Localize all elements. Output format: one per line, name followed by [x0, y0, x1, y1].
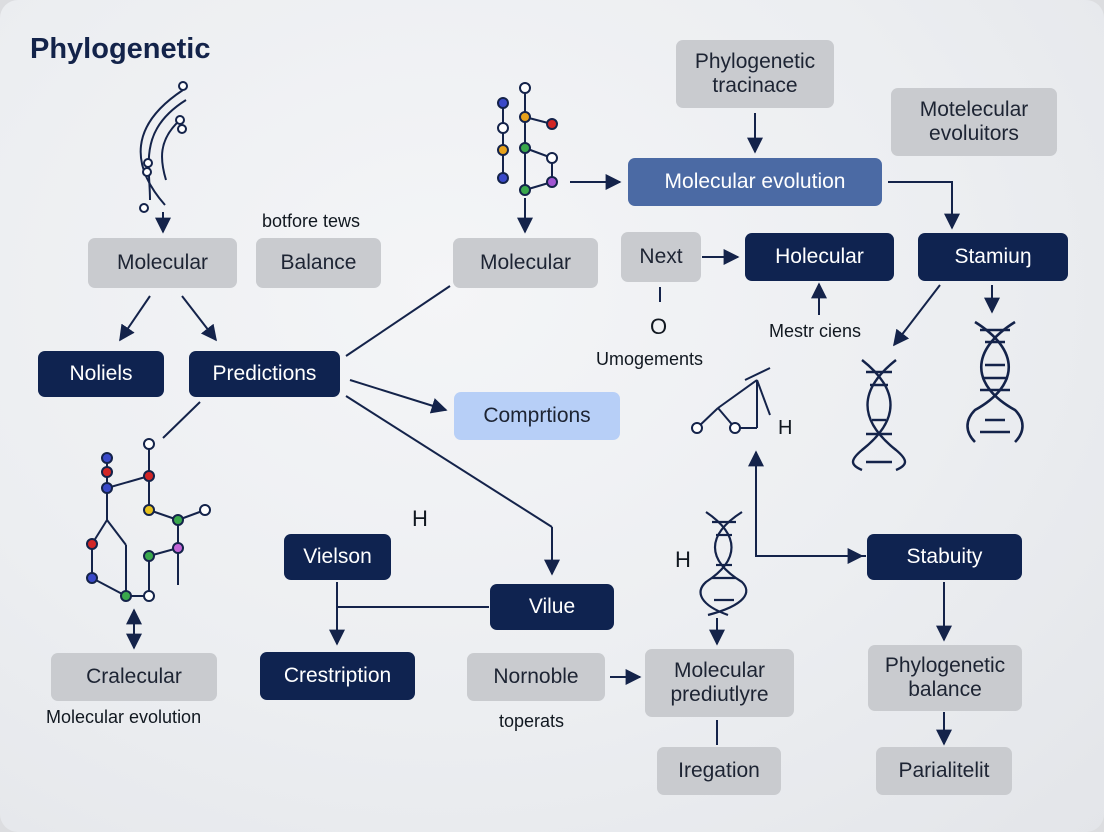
node-vielson[interactable]: Vielson — [284, 534, 391, 580]
molecule-branch-icon — [497, 82, 558, 196]
label-h-dna: H — [675, 547, 691, 572]
label-mestr-ciens: Mestr ciens — [769, 321, 862, 341]
label-o: O — [650, 314, 668, 339]
dna-helix-icon — [966, 320, 1024, 443]
node-cralecular[interactable]: Cralecular — [51, 653, 217, 701]
node-noliels[interactable]: Noliels — [38, 351, 164, 397]
node-phylogenetic-balance[interactable]: Phylogenetic balance — [868, 645, 1022, 711]
arrow-predictions-to-comprtions — [349, 379, 448, 414]
label-h-middle: H — [412, 506, 428, 531]
node-nornoble[interactable]: Nornoble — [467, 653, 605, 701]
node-molecular-evolution[interactable]: Molecular evolution — [628, 158, 882, 206]
link-predictions-to-vilue — [345, 395, 553, 528]
node-iregation[interactable]: Iregation — [657, 747, 781, 795]
node-molecular-center[interactable]: Molecular — [453, 238, 598, 288]
page-title: Phylogenetic — [30, 33, 211, 65]
arrow-stamiun-to-dna-small — [893, 284, 941, 347]
node-predictions[interactable]: Predictions — [189, 351, 340, 397]
arrow-molecular-to-noliels — [119, 295, 151, 342]
dna-helix-icon — [139, 81, 188, 213]
label-toperats: toperats — [499, 711, 565, 731]
node-vilue[interactable]: Vilue — [490, 584, 614, 630]
label-h-molecule: H — [778, 417, 793, 439]
node-next[interactable]: Next — [621, 232, 701, 282]
dna-helix-icon — [851, 359, 907, 472]
node-comprtions[interactable]: Comprtions — [454, 392, 620, 440]
arrow-evolution-to-stamiun — [888, 181, 960, 230]
node-molecular-left[interactable]: Molecular — [88, 238, 237, 288]
node-parialitelit[interactable]: Parialitelit — [876, 747, 1012, 795]
dna-helix-icon — [699, 511, 748, 617]
node-crestription[interactable]: Crestription — [260, 652, 415, 700]
node-stabuity[interactable]: Stabuity — [867, 534, 1022, 580]
node-motelecular-evoluitors[interactable]: Motelecular evoluitors — [891, 88, 1057, 156]
node-holecular[interactable]: Holecular — [745, 233, 894, 281]
label-molecular-evolution-caption: Molecular evolution — [46, 707, 202, 727]
label-botfore-tews: botfore tews — [262, 211, 361, 231]
arrow-molecular-to-predictions — [181, 295, 217, 342]
node-phylogenetic-tracinace[interactable]: Phylogenetic tracinace — [676, 40, 834, 108]
arrow-vilue-to-crestription — [329, 606, 489, 646]
node-stamiun[interactable]: Stamiuŋ — [918, 233, 1068, 281]
node-balance[interactable]: Balance — [256, 238, 381, 288]
molecule-cluster-icon — [86, 438, 211, 602]
chemical-structure-icon — [691, 367, 771, 434]
arrow-stabuity-to-structure — [748, 450, 866, 557]
link-predictions-to-molecular-center — [345, 285, 451, 357]
node-molecular-prediutlyre[interactable]: Molecular prediutlyre — [645, 649, 794, 717]
link-predictions-to-molecule — [162, 401, 201, 439]
label-umogements: Umogements — [596, 349, 704, 369]
